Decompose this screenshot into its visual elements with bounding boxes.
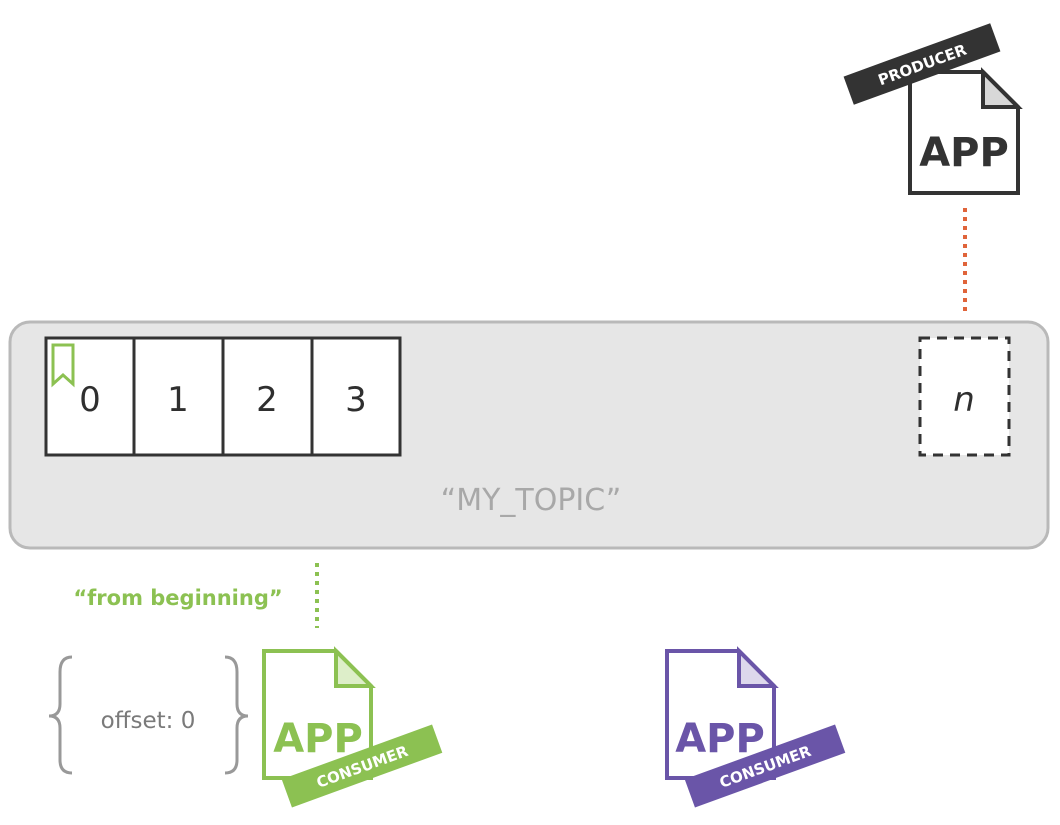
- message-cell: [221, 336, 314, 457]
- right-brace-icon: [224, 655, 249, 775]
- topic-name: “MY_TOPIC”: [441, 483, 622, 518]
- bookmark-icon: [51, 343, 75, 388]
- message-offset-1: 1: [167, 380, 189, 420]
- page-fold-icon: [981, 67, 1023, 109]
- consumer-1-app-label: APP: [273, 716, 363, 762]
- consumer-1-app: APP CONSUMER: [262, 646, 443, 808]
- consumer-1-mode: “from beginning”: [73, 586, 282, 610]
- message-offset-0: 0: [79, 380, 101, 420]
- producer-app: APP PRODUCER: [843, 23, 1023, 195]
- message-log: 0 1 2 3: [44, 336, 402, 457]
- consumer-1-offset: offset: 0: [101, 708, 196, 734]
- message-offset-n: n: [953, 380, 975, 420]
- message-offset-3: 3: [345, 380, 367, 420]
- consumer-2-app-label: APP: [675, 716, 765, 762]
- message-cell: [132, 336, 225, 457]
- page-fold-icon: [737, 646, 779, 688]
- offset-annotation: offset: 0: [48, 655, 249, 775]
- message-cell: [310, 336, 402, 457]
- message-cell: [44, 336, 136, 457]
- page-fold-icon: [334, 646, 376, 688]
- message-cell-next: [918, 336, 1011, 457]
- consumer-2-app: APP CONSUMER: [665, 646, 846, 808]
- producer-app-label: APP: [919, 130, 1009, 176]
- message-offset-2: 2: [256, 380, 278, 420]
- left-brace-icon: [48, 655, 73, 775]
